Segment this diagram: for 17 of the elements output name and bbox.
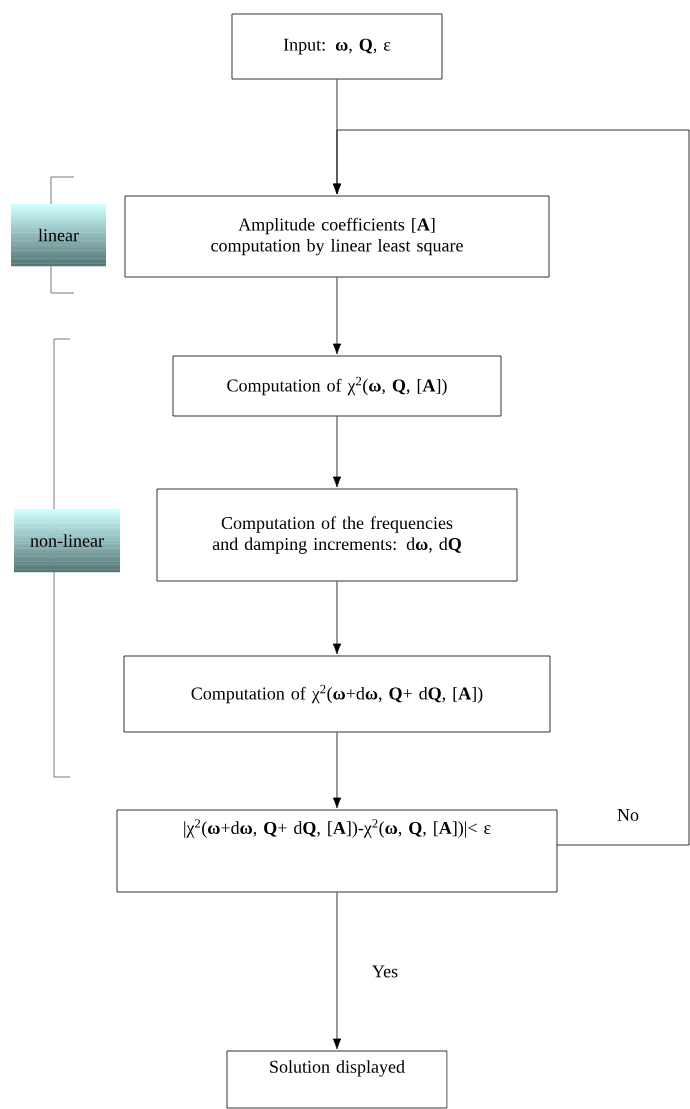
arrow bbox=[332, 277, 342, 355]
edge-label: No bbox=[616, 808, 640, 822]
phase-label: linear bbox=[11, 204, 106, 267]
process-box: Amplitude coefficients [A] computation by linear least square bbox=[124, 195, 550, 278]
process-box: Computation of the frequencies and damping increments: dω, dQ bbox=[156, 488, 518, 582]
process-box: Computation of χ$^{2}$(ω+dω, Q+ dQ, [A]) bbox=[123, 655, 551, 733]
arrow bbox=[332, 892, 342, 1050]
phase-label: non-linear bbox=[14, 509, 120, 573]
edge-label: Yes bbox=[370, 964, 400, 979]
process-box: |χ$^{2}$(ω+dω, Q+ dQ, [A])-χ$^{2}$(ω, Q, [A])|< ε bbox=[116, 809, 558, 893]
process-box: Input: ω, Q, ε bbox=[231, 13, 443, 80]
arrow bbox=[332, 581, 342, 655]
arrow bbox=[332, 732, 342, 809]
arrow bbox=[332, 416, 342, 488]
arrow bbox=[332, 129, 690, 846]
process-box: Solution displayed bbox=[226, 1050, 448, 1109]
process-box: Computation of χ$^{2}$(ω, Q, [A]) bbox=[172, 355, 502, 417]
